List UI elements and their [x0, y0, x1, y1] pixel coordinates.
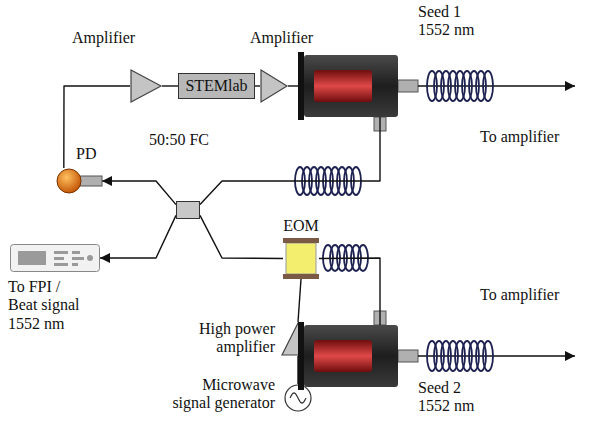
instrument-key — [54, 257, 64, 260]
fiber-connector — [162, 85, 178, 86]
laser-tube — [314, 340, 372, 372]
node-label: Seed 1 1552 nm — [418, 3, 490, 40]
instrument-key — [54, 263, 68, 266]
laser-housing — [304, 55, 398, 117]
laser-shape — [298, 325, 398, 387]
fiber-connector — [100, 215, 176, 258]
node-label: To FPI / Beat signal 1552 nm — [8, 278, 90, 333]
fiber-coil — [483, 71, 493, 101]
coupler-node: 50:50 FC — [176, 201, 200, 219]
laser-node: Seed 1 1552 nm — [298, 55, 398, 117]
fiber-connector — [319, 258, 380, 325]
triR-shape — [260, 69, 288, 103]
fiber-coil — [483, 341, 493, 371]
node-label: Amplifier — [250, 29, 330, 47]
eom-node: EOM — [283, 238, 319, 279]
instrument-knob — [87, 255, 93, 261]
triR-shape — [130, 69, 162, 103]
instrument-key — [72, 257, 84, 260]
node-label: Microwave signal generator — [170, 376, 275, 413]
node-label: Seed 2 1552 nm — [418, 379, 490, 416]
laser-housing — [304, 325, 398, 387]
node-label: EOM — [271, 217, 331, 235]
instrument-screen — [18, 251, 46, 265]
amplifier-symbol — [131, 70, 161, 102]
eom-crystal — [286, 243, 316, 274]
photodiode — [57, 169, 81, 193]
inst-node: To FPI / Beat signal 1552 nm — [10, 244, 100, 272]
laser-shape — [298, 55, 398, 117]
pd-node: PD — [56, 168, 102, 194]
eom-shape — [283, 238, 319, 279]
instrument-case — [11, 245, 100, 272]
fiber-connector — [255, 85, 260, 86]
instrument-key — [72, 263, 78, 266]
fiber-outputs — [374, 80, 575, 362]
eom-electrode — [283, 238, 319, 243]
instrument-key — [72, 251, 80, 254]
fiber-connector — [200, 117, 380, 205]
triR-node: Amplifier — [260, 69, 288, 103]
instrument-key — [54, 251, 68, 254]
node-label: 50:50 FC — [149, 131, 229, 149]
pd-connector — [80, 176, 102, 186]
fiber-connector — [298, 279, 301, 322]
laser-plate — [298, 322, 304, 390]
laser-plate — [298, 52, 304, 120]
fiber-connector — [64, 86, 130, 168]
inst-shape — [10, 244, 100, 272]
laser-tube — [314, 70, 372, 102]
fiber-connector — [200, 215, 283, 258]
laser-node: Seed 2 1552 nm — [298, 325, 398, 387]
eom-electrode — [283, 274, 319, 279]
triR-node: Amplifier — [130, 69, 162, 103]
fiber-connector — [102, 181, 176, 205]
rect-node: STEMlab — [178, 73, 255, 99]
fiber-port — [398, 350, 418, 362]
node-label: High power amplifier — [170, 320, 275, 357]
sine-wave — [290, 393, 306, 403]
node-label: Amplifier — [72, 29, 152, 47]
fiber-port — [398, 80, 418, 92]
node-label: PD — [76, 145, 106, 163]
pd-shape — [56, 168, 102, 194]
output-label: To amplifier — [480, 128, 559, 146]
output-label: To amplifier — [480, 286, 559, 304]
node-label: STEMlab — [179, 74, 254, 98]
amplifier-symbol — [261, 70, 287, 102]
fiber-connector — [288, 85, 298, 86]
